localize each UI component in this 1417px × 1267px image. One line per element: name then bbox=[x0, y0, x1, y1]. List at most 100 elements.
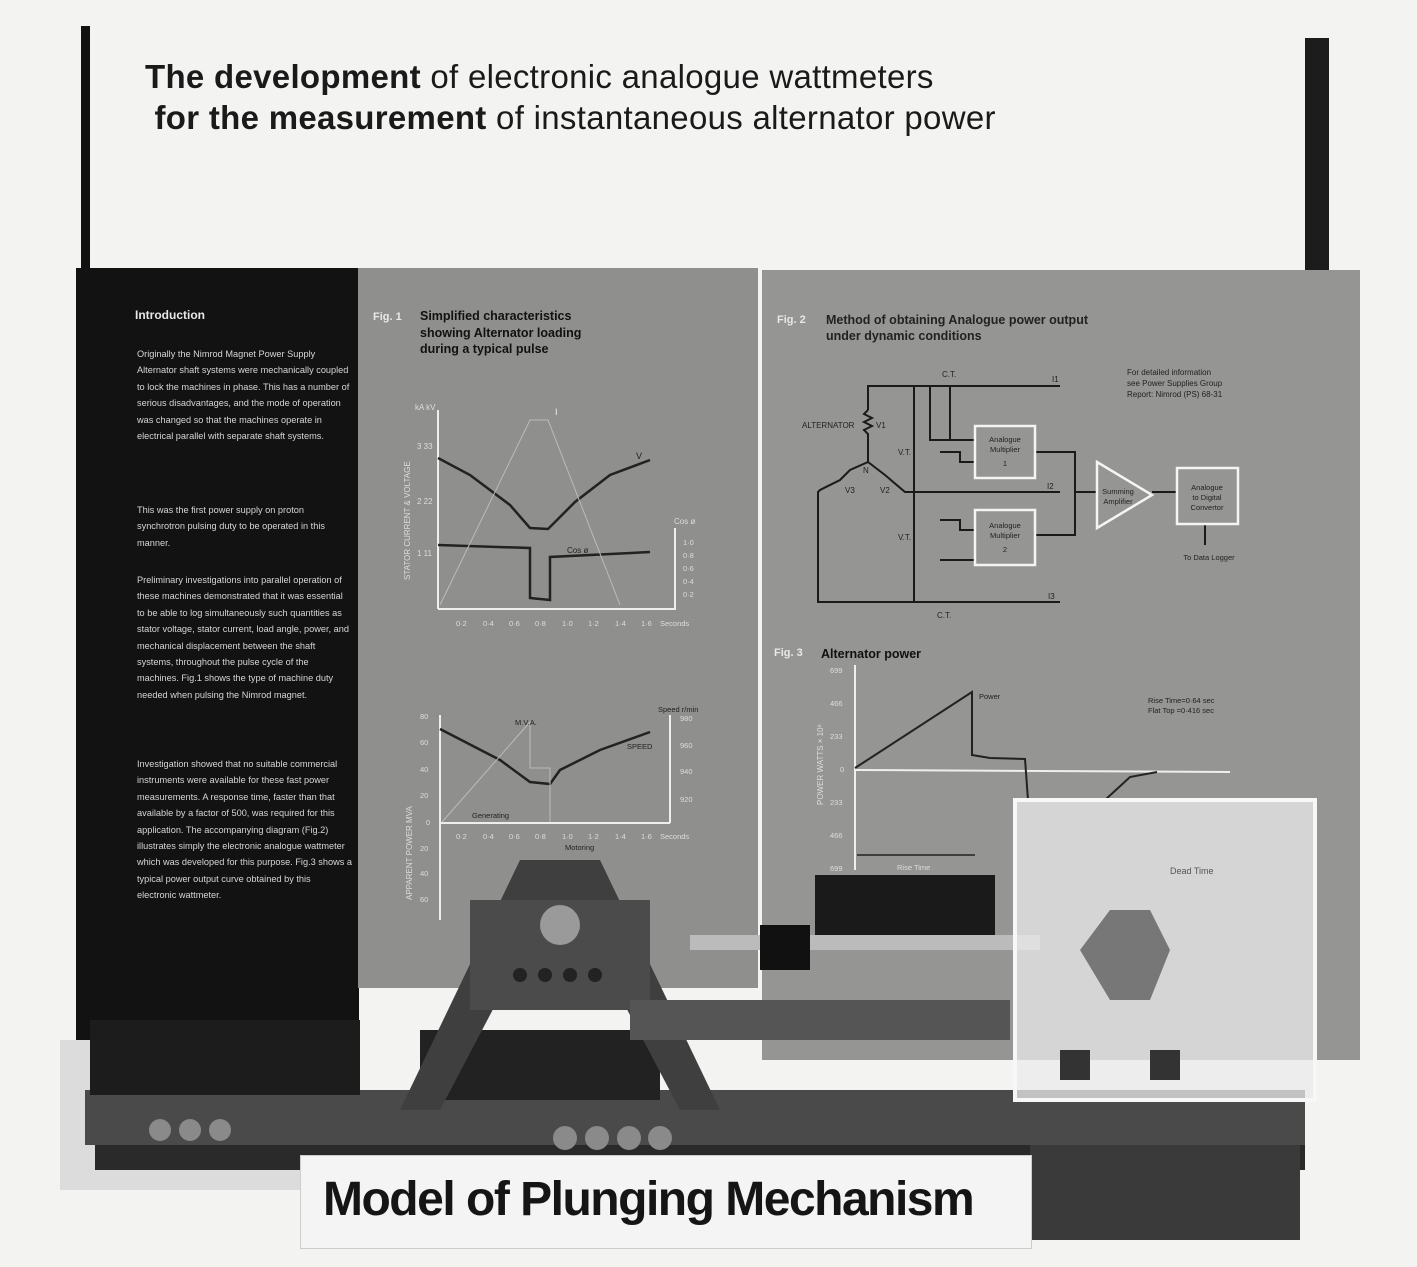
fig3-y-tick: 233 bbox=[830, 732, 843, 741]
analogue-multiplier-1 bbox=[973, 424, 1037, 480]
fig1b-speed-tick: 980 bbox=[680, 714, 693, 723]
fig1b-speed-tick: 960 bbox=[680, 741, 693, 750]
panel-title: The development of electronic analogue w… bbox=[145, 56, 996, 138]
fig1-x-tick: 1·4 bbox=[615, 619, 626, 628]
fig1-label-cos: Cos ø bbox=[567, 546, 588, 555]
fig2-number: Fig. 2 bbox=[777, 314, 806, 326]
fig1-cos-tick: 0·2 bbox=[683, 590, 694, 599]
fig1-number: Fig. 1 bbox=[373, 311, 402, 323]
adc-text: Analogue bbox=[1191, 483, 1223, 492]
fig1-title-line: showing Alternator loading bbox=[420, 326, 581, 340]
fig1-label-i: I bbox=[555, 407, 558, 417]
fig1b-x-tick: 0·8 bbox=[535, 832, 546, 841]
data-logger-label: To Data Logger bbox=[1183, 553, 1235, 562]
fig1-label-v: V bbox=[636, 451, 642, 461]
fig1-title-line: during a typical pulse bbox=[420, 342, 549, 356]
left-black-edge bbox=[81, 26, 90, 271]
fig1-x-unit: Seconds bbox=[660, 619, 689, 628]
introduction-panel bbox=[76, 268, 359, 1040]
figure-1-power-speed: APPARENT POWER MVA 80 60 40 20 0 20 40 6… bbox=[405, 705, 698, 920]
fig3-dead-label: Dead Time bbox=[1170, 866, 1214, 876]
v1-label: V1 bbox=[876, 421, 886, 430]
fig1b-label-speed: SPEED bbox=[627, 742, 653, 751]
v3-label: V3 bbox=[845, 486, 855, 495]
fig2-title-line: under dynamic conditions bbox=[826, 329, 982, 343]
fig1-y-axis-label: STATOR CURRENT & VOLTAGE bbox=[403, 461, 412, 580]
title-line1-light: of electronic analogue wattmeters bbox=[420, 58, 934, 95]
intro-paragraph: This was the first power supply on proto… bbox=[137, 505, 325, 548]
fig3-y-tick: 466 bbox=[830, 699, 843, 708]
i2-label: I2 bbox=[1047, 482, 1054, 491]
fig1b-x-tick: 1·0 bbox=[562, 832, 573, 841]
summing-text: Summing bbox=[1102, 487, 1134, 496]
caption-card: Model of Plunging Mechanism bbox=[300, 1155, 1032, 1249]
fig3-power-curve-tail bbox=[1104, 771, 1158, 801]
fig1-cos-tick: 0·4 bbox=[683, 577, 694, 586]
mult2-text: Multiplier bbox=[990, 531, 1021, 540]
fig3-y-tick: 0 bbox=[840, 765, 844, 774]
fig1b-y-tick: 0 bbox=[426, 818, 430, 827]
fig1-cos-curve bbox=[437, 543, 651, 602]
fig1-x-tick: 1·0 bbox=[562, 619, 573, 628]
fig1-cos-tick: 1·0 bbox=[683, 538, 694, 547]
fig1b-x-tick: 0·4 bbox=[483, 832, 494, 841]
fig2-note-line: Report: Nimrod (PS) 68-31 bbox=[1127, 390, 1223, 399]
fig3-y-tick: 466 bbox=[830, 831, 843, 840]
fig1b-x-tick: 1·6 bbox=[641, 832, 652, 841]
fig3-y-tick: 233 bbox=[830, 798, 843, 807]
figure-3-power: Fig. 3 Alternator power POWER WATTS × 10… bbox=[774, 647, 1231, 873]
fig1b-speed-title: Speed r/min bbox=[658, 705, 698, 714]
i3-label: I3 bbox=[1048, 592, 1055, 601]
fig1b-mva-curve bbox=[441, 720, 551, 823]
summing-amplifier bbox=[1095, 459, 1155, 531]
fig2-note-line: see Power Supplies Group bbox=[1127, 379, 1223, 388]
fig1b-speed-tick: 940 bbox=[680, 767, 693, 776]
i1-label: I1 bbox=[1052, 375, 1059, 384]
fig3-number: Fig. 3 bbox=[774, 647, 803, 659]
fig3-x-axis bbox=[854, 769, 1231, 773]
fig3-y-tick: 699 bbox=[830, 666, 843, 675]
model-plunger-shaft bbox=[690, 935, 1040, 950]
fig1b-x-unit: Seconds bbox=[660, 832, 689, 841]
fig1-current-curve bbox=[439, 419, 621, 606]
fig1b-y-axis-label: APPARENT POWER MVA bbox=[405, 806, 414, 900]
fig2-title-line: Method of obtaining Analogue power outpu… bbox=[826, 313, 1089, 327]
adc-box bbox=[1175, 466, 1240, 526]
ct-label-top: C.T. bbox=[942, 370, 956, 379]
fig1-unit: kA kV bbox=[415, 403, 436, 412]
fig3-flat-top: Flat Top =0·416 sec bbox=[1148, 706, 1214, 715]
fig1b-x-tick: 0·6 bbox=[509, 832, 520, 841]
fig1-y-tick: 1 11 bbox=[417, 549, 433, 558]
fig1-x-tick: 0·8 bbox=[535, 619, 546, 628]
ct-label-bottom: C.T. bbox=[937, 611, 951, 620]
intro-paragraph: Originally the Nimrod Magnet Power Suppl… bbox=[137, 349, 350, 442]
n-label: N bbox=[863, 466, 869, 475]
fig1b-y-tick: 60 bbox=[420, 738, 428, 747]
title-line2-bold: for the measurement bbox=[154, 99, 487, 136]
fig1b-y-tick: 60 bbox=[420, 895, 428, 904]
fig1b-y-tick: 80 bbox=[420, 712, 428, 721]
fig1-x-tick: 1·2 bbox=[588, 619, 599, 628]
title-line1-bold: The development bbox=[145, 58, 421, 95]
introduction-heading: Introduction bbox=[135, 308, 205, 322]
fig1b-speed-curve bbox=[439, 727, 651, 786]
figure-2-circuit: Fig. 2 Method of obtaining Analogue powe… bbox=[777, 313, 1240, 620]
summing-text: Amplifier bbox=[1103, 497, 1133, 506]
fig1-title-line: Simplified characteristics bbox=[420, 309, 572, 323]
fig3-power-curve bbox=[854, 690, 1029, 801]
adc-text: to Digital bbox=[1192, 493, 1222, 502]
fig1b-label-generating: Generating bbox=[472, 811, 509, 820]
vt-label-bottom: V.T. bbox=[898, 533, 911, 542]
intro-paragraph: Preliminary investigations into parallel… bbox=[137, 575, 349, 700]
fig1b-y-tick: 40 bbox=[420, 765, 428, 774]
fig1-y-tick: 2 22 bbox=[417, 497, 433, 506]
plunging-mechanism-model bbox=[60, 798, 1317, 1240]
v2-label: V2 bbox=[880, 486, 890, 495]
intro-paragraph: Investigation showed that no suitable co… bbox=[137, 759, 353, 901]
vt-label-top: V.T. bbox=[898, 448, 911, 457]
fig1b-label-mva: M.V.A. bbox=[515, 718, 537, 727]
mult1-text: 1 bbox=[1003, 459, 1007, 468]
mult1-text: Analogue bbox=[989, 435, 1021, 444]
fig1-x-tick: 0·2 bbox=[456, 619, 467, 628]
